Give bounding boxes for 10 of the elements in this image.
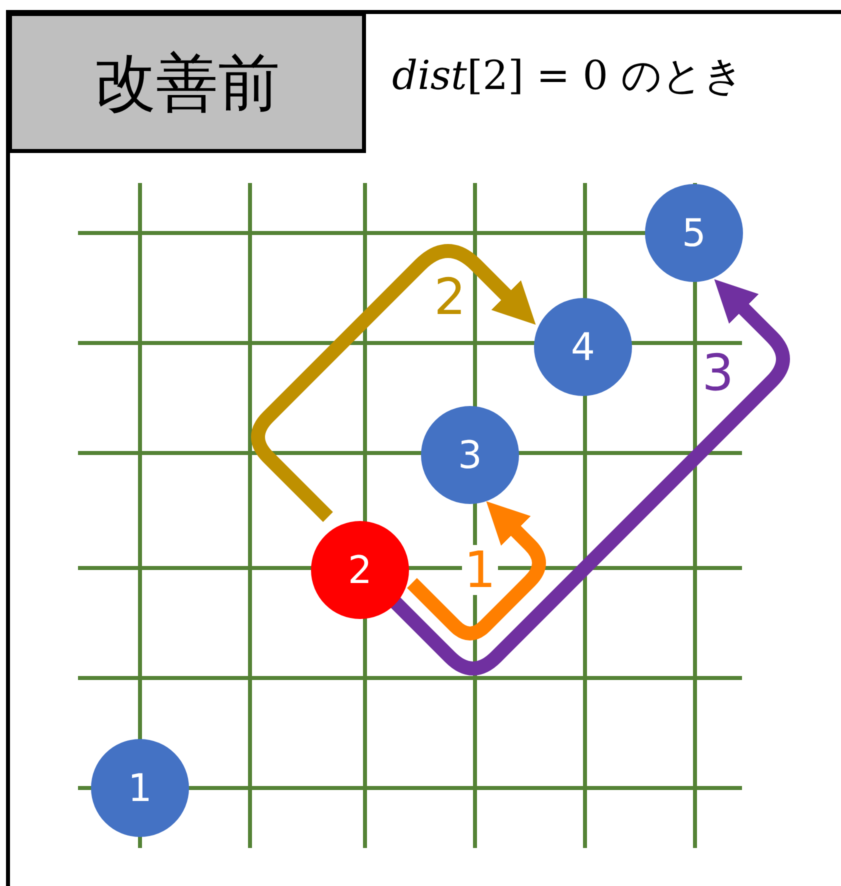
- arrow: [251, 244, 536, 522]
- numbered-circle: 3: [421, 406, 519, 504]
- edge-label: 1: [462, 545, 498, 595]
- condition-text: dist[2] = 0 のとき: [392, 52, 744, 100]
- numbered-circle: 4: [534, 298, 632, 396]
- numbered-circle: 1: [91, 739, 189, 837]
- numbered-circle: 5: [645, 184, 743, 282]
- numbered-circle: 2: [311, 521, 409, 619]
- title-box: 改善前: [8, 12, 366, 153]
- arrow: [407, 501, 546, 640]
